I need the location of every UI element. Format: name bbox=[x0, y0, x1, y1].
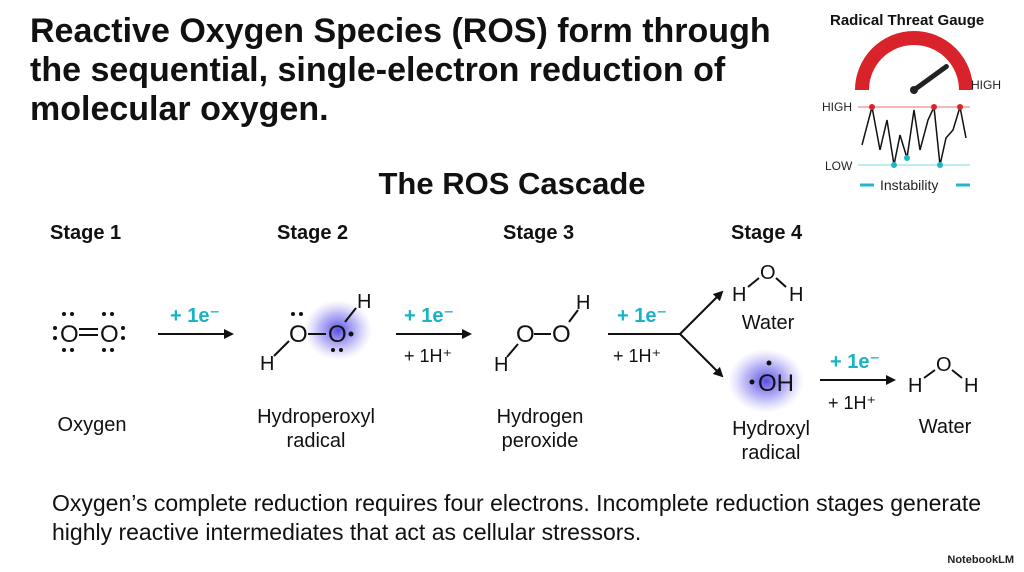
reaction-arrow-4: + 1e⁻ + 1H⁺ bbox=[820, 351, 896, 413]
electron-label: + 1e⁻ bbox=[404, 305, 454, 327]
chart-high-label: HIGH bbox=[822, 100, 852, 114]
low-point bbox=[904, 155, 910, 161]
peroxide-caption-line1: Hydrogen bbox=[496, 406, 584, 428]
low-point bbox=[937, 162, 943, 168]
reaction-arrow-3: + 1e⁻ + 1H⁺ bbox=[608, 290, 724, 378]
proton-label: + 1H⁺ bbox=[613, 346, 661, 366]
electron-label: + 1e⁻ bbox=[170, 305, 220, 327]
headline: Reactive Oxygen Species (ROS) form throu… bbox=[30, 12, 771, 128]
hydroperoxyl-molecule: H O O H bbox=[260, 291, 372, 375]
gauge-title: Radical Threat Gauge bbox=[830, 12, 985, 29]
threat-gauge: HIGH bbox=[855, 31, 1001, 94]
oxygen-molecule: O O bbox=[53, 312, 125, 352]
oxygen-atom: O bbox=[760, 262, 776, 284]
gauge-needle bbox=[911, 64, 949, 93]
oxygen-atom: O bbox=[552, 321, 571, 348]
legend-label: Instability bbox=[880, 177, 938, 193]
oxygen-atom: O bbox=[60, 321, 79, 348]
water-final-caption: Water bbox=[918, 416, 972, 438]
hydrogen-atom: H bbox=[494, 354, 508, 376]
hydrogen-atom: H bbox=[357, 291, 371, 313]
oxygen-atom: O bbox=[516, 321, 535, 348]
proton-label: + 1H⁺ bbox=[404, 346, 452, 366]
oxygen-atom: O bbox=[100, 321, 119, 348]
hydroxyl-molecule: OH bbox=[728, 349, 804, 413]
hydrogen-atom: H bbox=[964, 375, 978, 397]
hydroperoxyl-caption-line2: radical bbox=[286, 430, 346, 452]
hydroxyl-caption-line1: Hydroxyl bbox=[732, 418, 810, 440]
hydrogen-atom: H bbox=[732, 284, 746, 306]
high-point bbox=[869, 104, 875, 110]
water-molecule-final: H O H bbox=[908, 354, 978, 397]
water-molecule-top: H O H bbox=[732, 262, 803, 306]
unpaired-electron bbox=[749, 379, 755, 385]
unpaired-electron bbox=[766, 360, 772, 366]
stage-4-label: Stage 4 bbox=[731, 222, 803, 244]
hydrogen-atom: H bbox=[260, 353, 274, 375]
hydroxyl-caption-line2: radical bbox=[741, 442, 801, 464]
hydrogen-atom: H bbox=[908, 375, 922, 397]
gauge-hub bbox=[910, 86, 918, 94]
low-point bbox=[891, 162, 897, 168]
high-point bbox=[957, 104, 963, 110]
instability-chart: HIGH LOW Instability bbox=[822, 100, 970, 193]
chart-low-label: LOW bbox=[825, 159, 853, 173]
watermark: NotebookLM bbox=[947, 554, 1014, 566]
hydrogen-atom: H bbox=[576, 292, 590, 314]
proton-label: + 1H⁺ bbox=[828, 393, 876, 413]
water-top-caption: Water bbox=[741, 312, 795, 334]
unpaired-electron bbox=[348, 331, 354, 337]
reaction-arrow-1: + 1e⁻ bbox=[158, 305, 234, 339]
hydroxyl-formula: OH bbox=[758, 370, 794, 397]
oxygen-caption: Oxygen bbox=[57, 414, 127, 436]
summary-text: Oxygen’s complete reduction requires fou… bbox=[52, 490, 982, 545]
high-point bbox=[931, 104, 937, 110]
radical-glow bbox=[304, 300, 372, 360]
electron-label: + 1e⁻ bbox=[617, 305, 667, 327]
stage-3-label: Stage 3 bbox=[503, 222, 575, 244]
oxygen-atom: O bbox=[936, 354, 952, 376]
peroxide-molecule: H O O H bbox=[494, 292, 590, 376]
stage-2-label: Stage 2 bbox=[277, 222, 349, 244]
oxygen-atom: O bbox=[328, 321, 347, 348]
section-title: The ROS Cascade bbox=[378, 166, 646, 201]
stage-1-label: Stage 1 bbox=[50, 222, 122, 244]
gauge-arc bbox=[855, 31, 973, 91]
instability-line bbox=[861, 104, 967, 166]
radical-glow bbox=[728, 349, 804, 413]
oxygen-atom: O bbox=[289, 321, 308, 348]
hydrogen-atom: H bbox=[789, 284, 803, 306]
reaction-arrow-2: + 1e⁻ + 1H⁺ bbox=[396, 305, 472, 366]
peroxide-caption-line2: peroxide bbox=[501, 430, 579, 452]
hydroperoxyl-caption-line1: Hydroperoxyl bbox=[257, 406, 375, 428]
gauge-high-label: HIGH bbox=[971, 78, 1001, 92]
electron-label: + 1e⁻ bbox=[830, 351, 880, 373]
